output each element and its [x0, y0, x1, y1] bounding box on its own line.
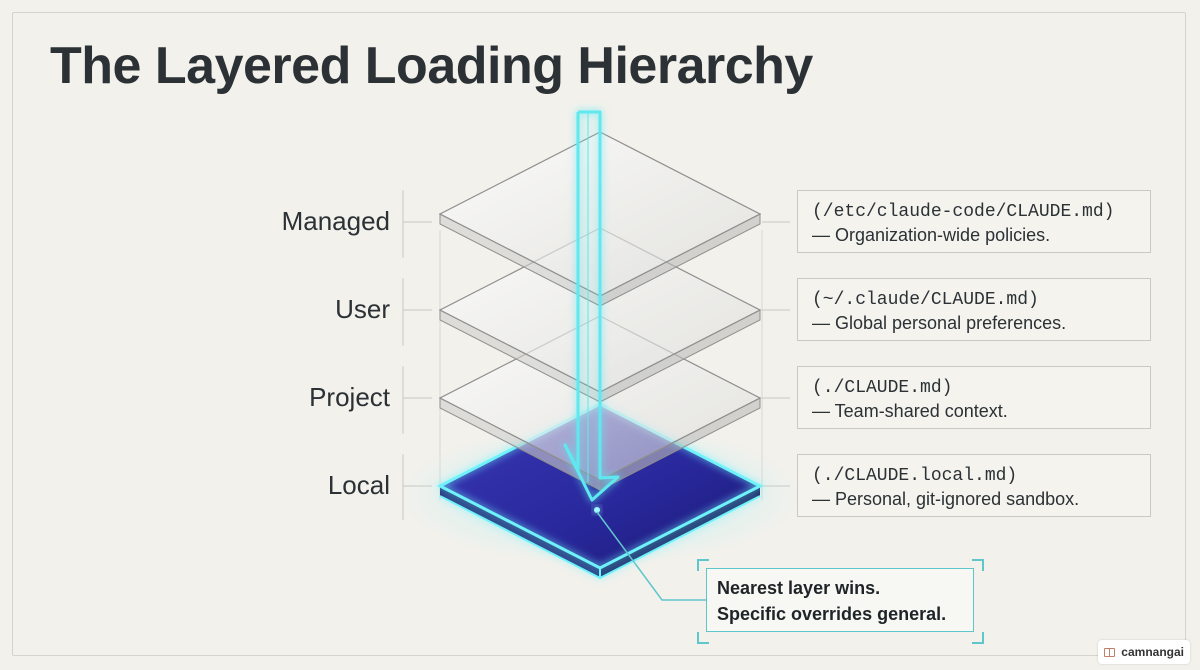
callout-line-2: Specific overrides general.	[717, 604, 947, 624]
info-box-project: (./CLAUDE.md) — Team-shared context.	[797, 366, 1151, 429]
slide-frame	[12, 12, 1186, 656]
page-title: The Layered Loading Hierarchy	[50, 37, 813, 95]
info-box-local: (./CLAUDE.local.md) — Personal, git-igno…	[797, 454, 1151, 517]
layer-label-local: Local	[327, 470, 390, 500]
info-box-managed: (/etc/claude-code/CLAUDE.md) — Organizat…	[797, 190, 1151, 253]
info-description: — Global personal preferences.	[812, 313, 1067, 333]
info-path: (~/.claude/CLAUDE.md)	[812, 290, 1039, 310]
info-path: (./CLAUDE.local.md)	[812, 466, 1018, 486]
callout-corner-bracket	[972, 632, 984, 644]
info-path: (./CLAUDE.md)	[812, 378, 953, 398]
watermark-badge: camnangai	[1098, 640, 1190, 664]
info-description: — Organization-wide policies.	[812, 225, 1051, 245]
callout-corner-bracket	[697, 632, 709, 644]
layer-label-managed: Managed	[281, 206, 390, 236]
info-box-user: (~/.claude/CLAUDE.md) — Global personal …	[797, 278, 1151, 341]
loading-direction-arrow	[563, 110, 620, 502]
info-description: — Personal, git-ignored sandbox.	[812, 489, 1080, 509]
info-path: (/etc/claude-code/CLAUDE.md)	[812, 202, 1115, 222]
callout-box: Nearest layer wins. Specific overrides g…	[706, 568, 974, 632]
info-description: — Team-shared context.	[812, 401, 1008, 421]
layer-label-project: Project	[309, 382, 390, 412]
layer-label-user: User	[335, 294, 390, 324]
callout-corner-bracket	[972, 559, 984, 571]
book-icon	[1104, 647, 1116, 657]
watermark-text: camnangai	[1121, 645, 1184, 659]
callout-line-1: Nearest layer wins.	[717, 578, 881, 598]
callout-leader-line	[596, 511, 706, 601]
callout-corner-bracket	[697, 559, 709, 571]
